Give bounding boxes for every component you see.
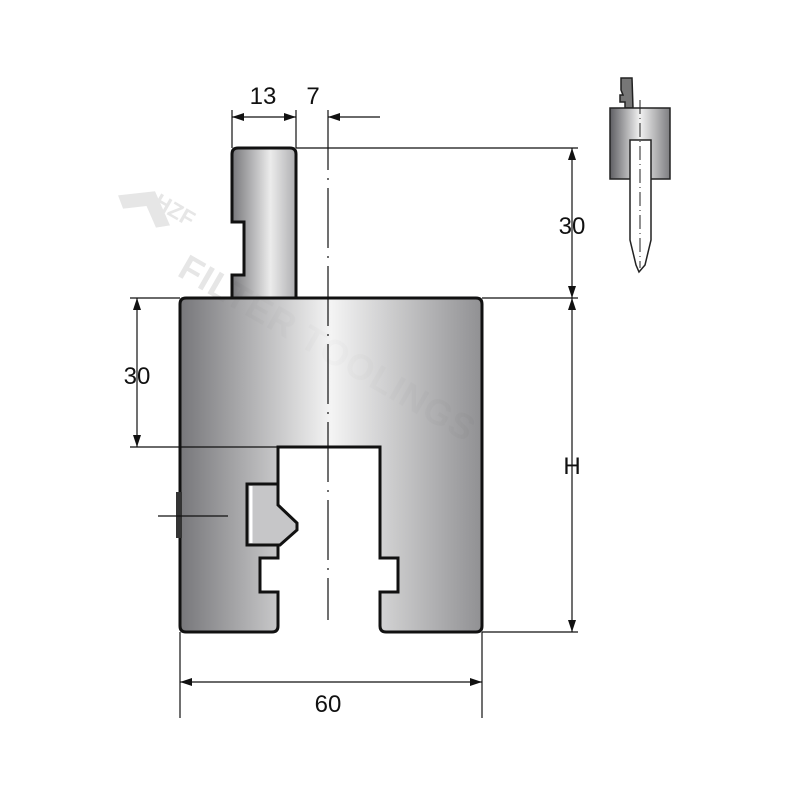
dim-label-slot-depth: 30 <box>124 363 151 390</box>
dim-label-60: 60 <box>315 691 342 718</box>
die-body <box>178 296 484 634</box>
assembly-thumbnail <box>609 77 671 274</box>
dimension-lines <box>133 113 576 686</box>
dim-label-H: H <box>563 453 580 480</box>
extension-lines <box>130 110 578 718</box>
side-pin <box>176 492 182 538</box>
tang <box>230 146 298 300</box>
thumbnail-tang <box>619 77 634 109</box>
clamp-piece <box>245 482 299 547</box>
watermark-logo-icon <box>118 191 170 228</box>
dim-label-7: 7 <box>306 83 319 110</box>
dim-label-tang-height: 30 <box>559 213 586 240</box>
dim-label-13: 13 <box>250 83 277 110</box>
